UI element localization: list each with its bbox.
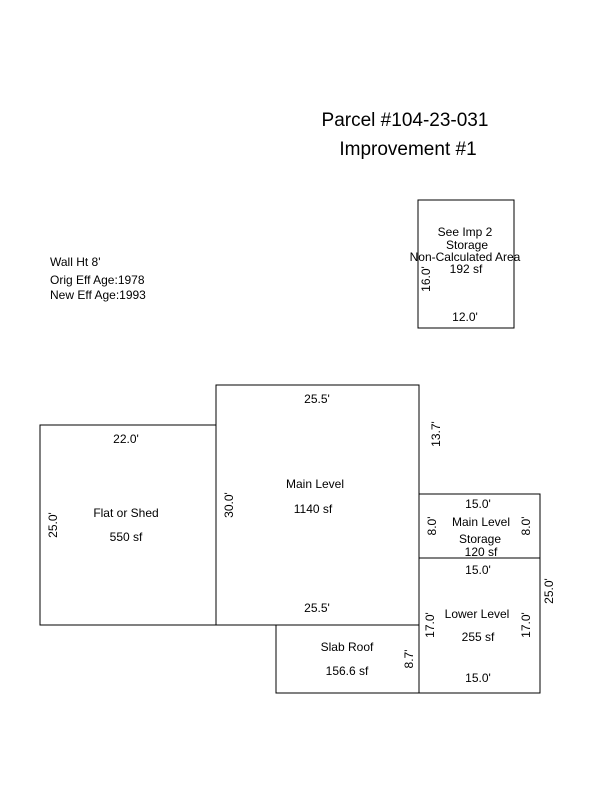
main-level-storage-dim-right: 8.0' [519,517,533,536]
slab-roof-dim-right: 8.7' [402,650,416,669]
wall-height-note: Wall Ht 8' [50,255,101,269]
flat-shed-area: 550 sf [110,530,143,544]
storage-top-outline [417,199,515,329]
slab-roof-name: Slab Roof [321,640,374,654]
main-level-dim-top: 25.5' [304,392,330,406]
storage-top-dim-bottom: 12.0' [452,310,478,324]
main-level-area: 1140 sf [294,502,333,516]
improvement-title: Improvement #1 [339,139,476,160]
main-level-storage-dim-top: 15.0' [465,497,491,511]
main-level-name: Main Level [286,477,344,491]
lower-level-dim-right: 17.0' [519,612,533,638]
storage-top-dim-side: 16.0' [419,266,433,292]
lower-level-dim-top: 15.0' [465,563,491,577]
flat-shed-dim-top: 22.0' [113,432,139,446]
flat-shed-name: Flat or Shed [93,506,158,520]
storage-top-area: 192 sf [450,262,483,276]
orig-eff-age-note: Orig Eff Age:1978 [50,273,145,287]
main-level-dim-bottom: 25.5' [304,601,330,615]
lower-level-name: Lower Level [445,607,510,621]
lower-level-area: 255 sf [462,630,495,644]
lower-level-dim-outer-right: 25.0' [542,578,556,604]
lower-level-dim-left: 17.0' [423,612,437,638]
flat-shed-dim-left: 25.0' [46,512,60,538]
parcel-title: Parcel #104-23-031 [322,110,489,131]
slab-roof-outline [275,624,420,694]
lower-level-dim-bottom: 15.0' [465,671,491,685]
main-level-storage-name2: Storage [459,532,501,546]
main-level-dim-left: 30.0' [222,492,236,518]
new-eff-age-note: New Eff Age:1993 [50,288,146,302]
main-level-dim-right: 13.7' [429,421,443,447]
storage-top-line2: Storage [446,238,488,252]
storage-top-line1: See Imp 2 [438,225,493,239]
main-level-storage-name: Main Level [452,515,510,529]
main-level-storage-area: 120 sf [465,545,498,559]
storage-top-line3: Non-Calculated Area [410,250,521,264]
slab-roof-area: 156.6 sf [326,664,369,678]
flat-shed-outline [39,424,217,626]
main-level-storage-dim-left: 8.0' [425,517,439,536]
